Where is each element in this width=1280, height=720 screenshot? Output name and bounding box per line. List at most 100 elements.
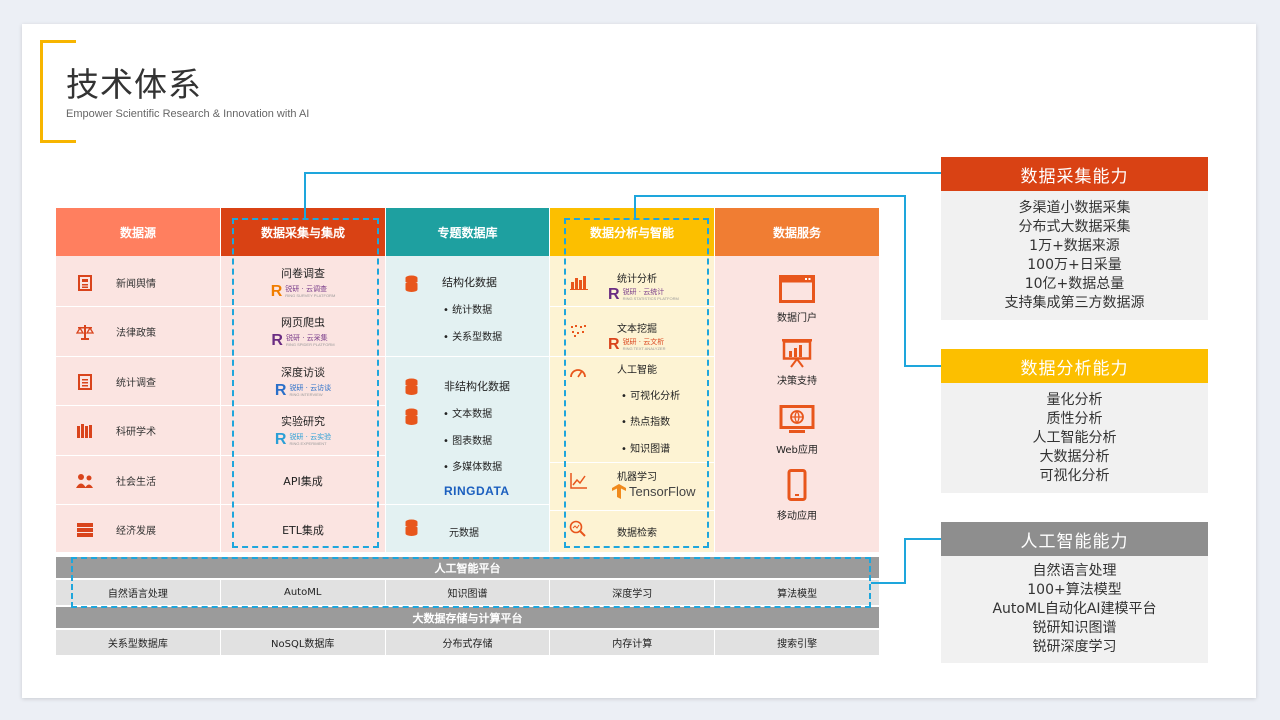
column-header-analysis: 数据分析与智能 <box>550 208 714 256</box>
brand-subname: RING STATISTICS PLATFORM <box>622 296 679 301</box>
unstructured-data-label: 非结构化数据 <box>444 380 510 393</box>
source-label: 社会生活 <box>116 477 156 488</box>
stack-icon <box>76 522 94 538</box>
source-item-law: 法律政策 <box>56 307 220 356</box>
connector-line <box>871 582 906 584</box>
search-icon <box>569 520 586 537</box>
source-item-research: 科研学术 <box>56 406 220 455</box>
column-header-services: 数据服务 <box>715 208 879 256</box>
collection-item-api: API集成 <box>221 456 385 505</box>
service-label: 决策支持 <box>777 376 817 387</box>
ml-label: 机器学习 <box>617 472 657 483</box>
presentation-icon <box>782 339 812 368</box>
brand-subname: RING SURVEY PLATFORM <box>285 292 336 298</box>
brand-name: 锐研 · 云文析 <box>622 338 665 346</box>
source-label: 统计调查 <box>116 378 156 389</box>
ringdata-logo: RINGDATA <box>444 484 510 498</box>
connector-line <box>904 365 941 367</box>
capability-item: 支持集成第三方数据源 <box>1004 294 1145 311</box>
row-divider <box>56 356 385 357</box>
collection-label: 实验研究 <box>281 414 325 428</box>
ai-platform-cell: 知识图谱 <box>385 580 550 605</box>
line-chart-icon <box>570 473 587 489</box>
collection-highlight <box>232 218 379 548</box>
database-icon <box>405 378 418 395</box>
unstructured-item: • 多媒体数据 <box>443 462 503 473</box>
capability-data-analysis: 数据分析能力 量化分析 质性分析 人工智能分析 大数据分析 可视化分析 <box>941 349 1208 493</box>
row-divider <box>386 356 549 357</box>
bigdata-platform-cell: 内存计算 <box>550 630 715 655</box>
capability-item: AutoML自动化AI建模平台 <box>992 601 1157 617</box>
service-label: Web应用 <box>776 445 818 456</box>
connector-line <box>904 538 906 584</box>
column-body-collection <box>221 256 385 552</box>
service-item-decision: 决策支持 <box>715 338 879 387</box>
capability-list: 量化分析 质性分析 人工智能分析 大数据分析 可视化分析 <box>941 383 1208 493</box>
text-mining-label: 文本挖掘 <box>617 324 657 335</box>
brand-name: 锐研 · 云统计 <box>622 288 665 296</box>
ai-platform-cell: 自然语言处理 <box>56 580 220 605</box>
gauge-icon <box>570 369 586 378</box>
service-label: 移动应用 <box>777 511 817 522</box>
collection-label: 问卷调查 <box>281 266 325 280</box>
globe-monitor-icon <box>779 405 815 433</box>
newspaper-icon <box>76 274 94 291</box>
stats-analysis-label: 统计分析 <box>617 274 657 285</box>
capability-title: 数据采集能力 <box>941 157 1208 191</box>
row-divider <box>56 405 385 406</box>
capability-item: 1万+数据来源 <box>1029 237 1120 254</box>
bar-chart-icon <box>570 276 588 290</box>
row-divider <box>550 306 714 307</box>
row-divider <box>550 510 714 511</box>
source-item-survey: 统计调查 <box>56 357 220 406</box>
source-item-society: 社会生活 <box>56 456 220 505</box>
connector-line <box>904 195 906 367</box>
ai-platform-band: 人工智能平台 <box>56 557 879 578</box>
brand-name: 锐研 · 云调查 <box>285 284 327 293</box>
structured-item: • 关系型数据 <box>443 332 503 343</box>
unstructured-item: • 图表数据 <box>443 436 493 447</box>
capability-title: 数据分析能力 <box>941 349 1208 383</box>
ai-platform-row: 自然语言处理 AutoML 知识图谱 深度学习 算法模型 <box>56 580 879 605</box>
connector-line <box>634 195 636 219</box>
row-divider <box>386 504 549 505</box>
ai-platform-cell: 算法模型 <box>715 580 879 605</box>
source-label: 科研学术 <box>116 427 156 438</box>
source-label: 经济发展 <box>116 526 156 537</box>
ai-item: • 知识图谱 <box>621 444 671 455</box>
source-label: 新闻舆情 <box>116 279 156 290</box>
capability-item: 锐研深度学习 <box>1032 639 1117 655</box>
mobile-phone-icon <box>787 469 807 501</box>
capability-item: 量化分析 <box>1046 391 1103 408</box>
ai-platform-highlight <box>71 557 871 608</box>
capability-title: 人工智能能力 <box>941 522 1208 556</box>
clipboard-icon <box>76 373 94 390</box>
service-item-portal: 数据门户 <box>715 275 879 324</box>
database-icon <box>405 275 418 292</box>
collection-label: 网页爬虫 <box>281 315 325 329</box>
capability-item: 100万+日采量 <box>1027 256 1122 273</box>
tensorflow-label: TensorFlow <box>629 484 696 499</box>
ai-item: • 可视化分析 <box>621 391 681 402</box>
tensorflow-icon <box>612 484 626 499</box>
capability-item: 人工智能分析 <box>1032 429 1117 446</box>
capability-item: 可视化分析 <box>1039 467 1110 484</box>
column-body-analysis <box>550 256 714 552</box>
capability-ai: 人工智能能力 自然语言处理 100+算法模型 AutoML自动化AI建模平台 锐… <box>941 522 1208 663</box>
column-body-sources <box>56 256 220 552</box>
column-header-database: 专题数据库 <box>386 208 549 256</box>
row-divider <box>550 356 714 357</box>
title-bracket <box>40 40 76 143</box>
bigdata-platform-cell: NoSQL数据库 <box>220 630 385 655</box>
capability-item: 多渠道小数据采集 <box>1018 199 1131 216</box>
ring-logo-icon: R <box>270 282 283 300</box>
capability-item: 10亿+数据总量 <box>1024 275 1125 292</box>
ai-label: 人工智能 <box>617 365 657 376</box>
row-divider <box>56 455 385 456</box>
service-item-mobile: 移动应用 <box>715 469 879 522</box>
